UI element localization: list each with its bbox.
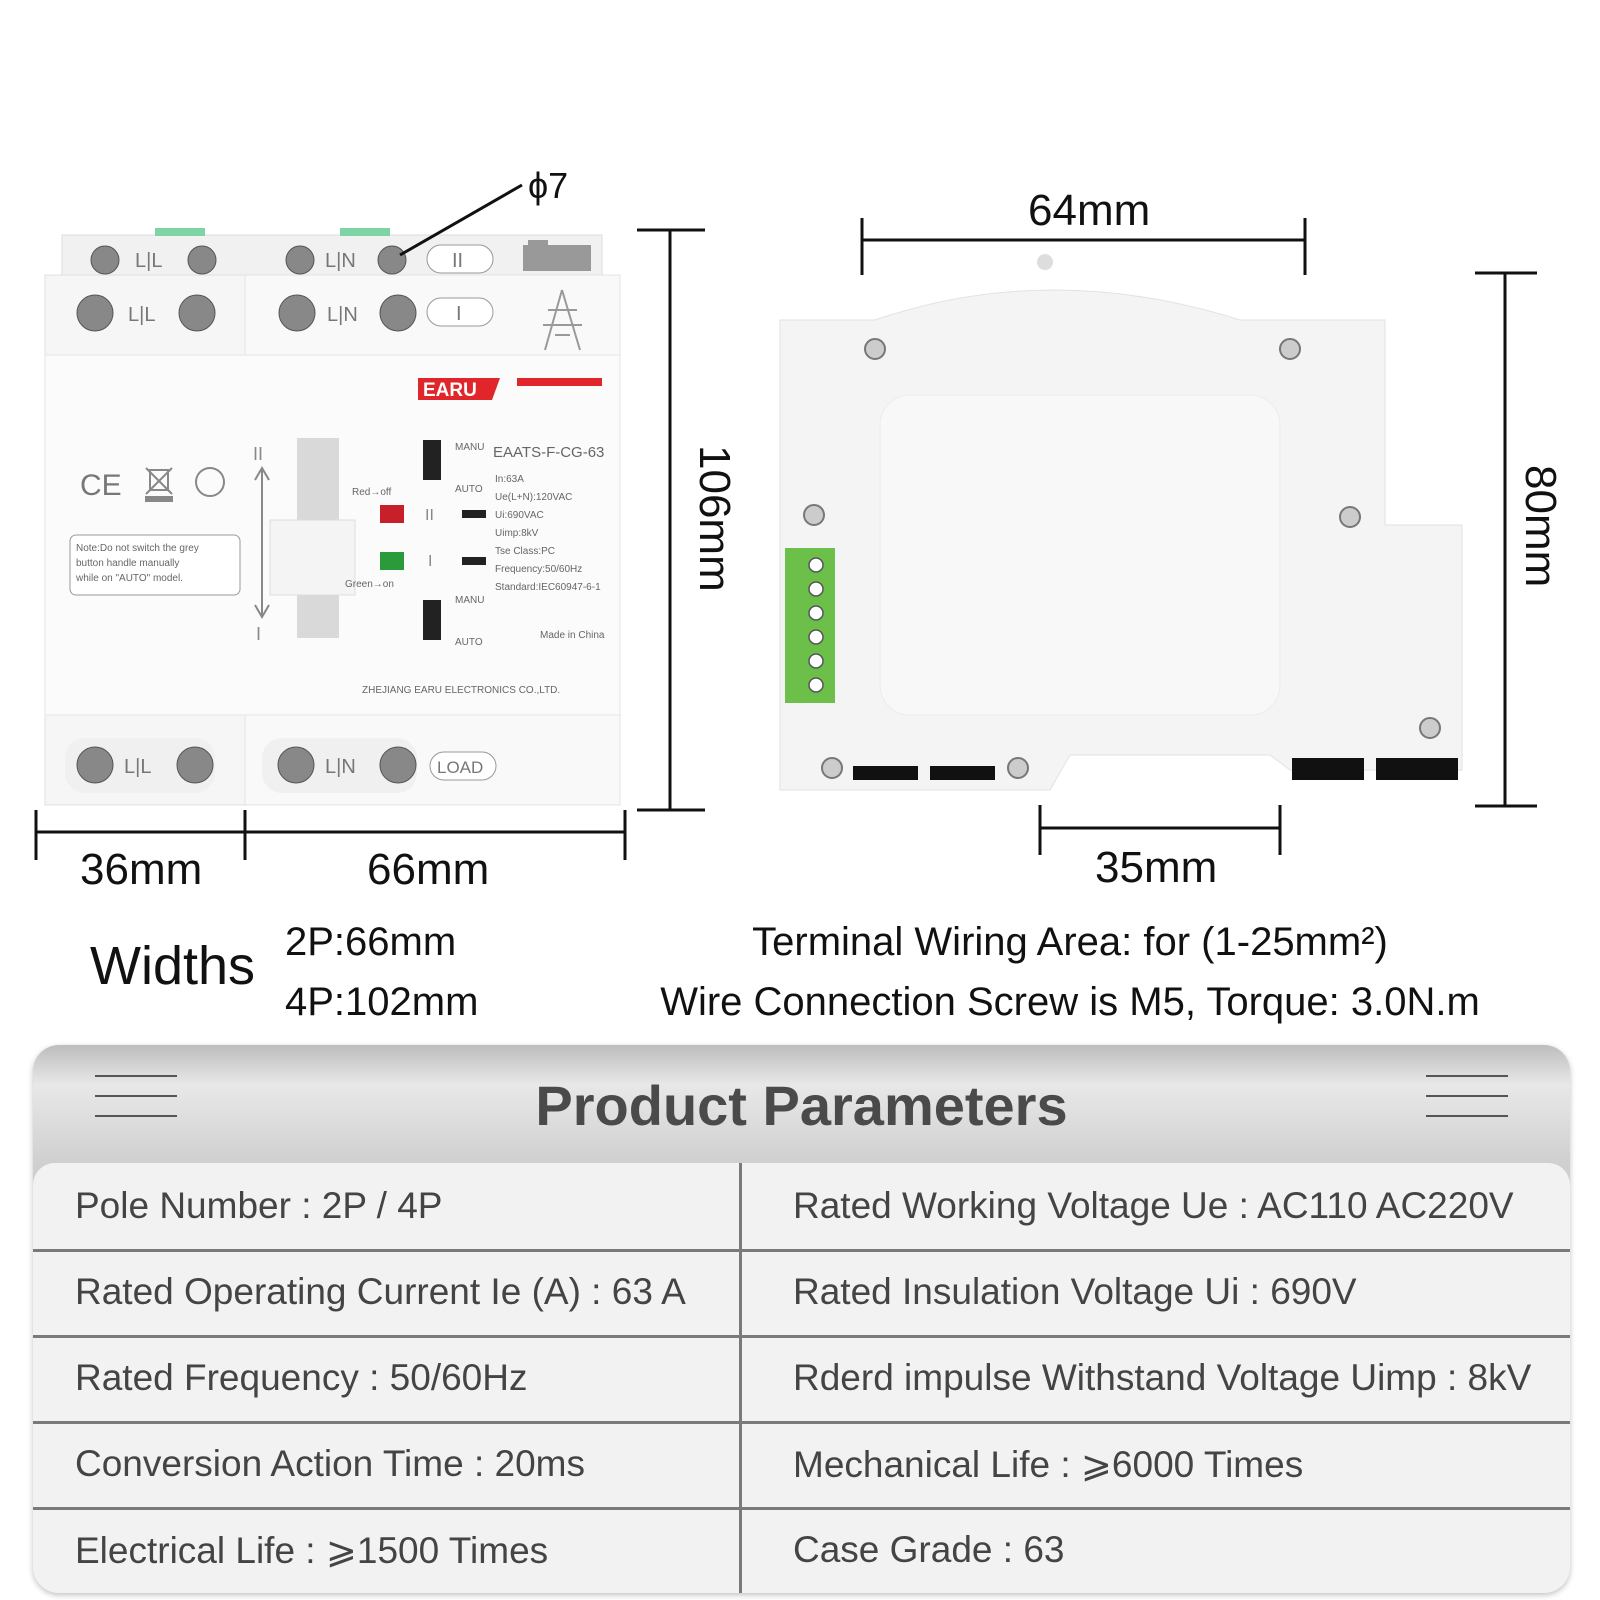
param-impulse-voltage: Rderd impulse Withstand Voltage Uimp : 8… [793, 1357, 1532, 1398]
param-electrical-life: Electrical Life : ⩾1500 Times [75, 1529, 549, 1571]
widths-label: Widths [90, 936, 256, 996]
param-working-voltage: Rated Working Voltage Ue : AC110 AC220V [793, 1185, 1514, 1226]
front-height-label: 106mm [690, 445, 739, 592]
terminal-label-bottom-1: L|L [124, 756, 151, 778]
terminal-label-mid-1: L|L [128, 304, 155, 326]
side-view: 64mm 80mm 35mm [779, 186, 1565, 892]
switch-handle[interactable] [269, 519, 356, 596]
front-width-right-label: 66mm [367, 845, 489, 894]
source-i-label: I [456, 303, 462, 325]
spec-line: Ui:690VAC [495, 510, 544, 521]
spec-line: Uimp:8kV [495, 528, 539, 539]
auto-label-2: AUTO [455, 637, 483, 648]
position-ii-mark: II [253, 444, 263, 464]
param-action-time: Conversion Action Time : 20ms [75, 1443, 585, 1484]
parameters-table: Pole Number : 2P / 4P Rated Operating Cu… [33, 1163, 1570, 1593]
note-box [69, 534, 241, 596]
wiring-area-text: Terminal Wiring Area: for (1-25mm²) [752, 920, 1388, 964]
brand-badge [418, 378, 500, 400]
source-ii-label: II [452, 250, 463, 272]
load-label: LOAD [437, 758, 483, 777]
param-mechanical-life: Mechanical Life : ⩾6000 Times [793, 1443, 1304, 1485]
terminal-label-bottom-2: L|N [325, 756, 356, 778]
manu-label-1: MANU [455, 442, 484, 453]
company-name: ZHEJIANG EARU ELECTRONICS CO.,LTD. [362, 685, 560, 696]
ce-mark: CE [80, 469, 122, 502]
decorative-lines-right [1426, 1075, 1508, 1135]
power-tower-icon [543, 289, 582, 351]
green-terminal-block [785, 548, 835, 703]
terminal-label-mid-2: L|N [327, 304, 358, 326]
side-width-label: 64mm [1028, 186, 1150, 235]
red-indicator [380, 505, 404, 523]
parameters-title: Product Parameters [535, 1074, 1068, 1137]
red-label: Red→off [352, 487, 392, 498]
mode-switch-upper[interactable] [423, 440, 441, 480]
recycle-icon [195, 467, 225, 497]
terminal-screw-icon [90, 245, 407, 275]
indicator-ii: II [425, 507, 434, 524]
width-2p: 2P:66mm [285, 920, 457, 964]
terminal-label-top-2: L|N [325, 250, 356, 272]
front-width-left-label: 36mm [80, 845, 202, 894]
decorative-lines-left [95, 1075, 177, 1135]
terminal-label-top-1: L|L [135, 250, 162, 272]
side-height-label: 80mm [1516, 465, 1565, 587]
wiring-screw-text: Wire Connection Screw is M5, Torque: 3.0… [660, 980, 1480, 1024]
width-4p: 4P:102mm [285, 980, 479, 1024]
green-label: Green→on [345, 579, 394, 590]
product-parameters-panel: Product Parameters Pole Number : 2P / 4P… [33, 1045, 1570, 1593]
param-frequency: Rated Frequency : 50/60Hz [75, 1357, 528, 1398]
weee-bin-icon [145, 467, 173, 502]
param-insulation-voltage: Rated Insulation Voltage Ui : 690V [793, 1271, 1357, 1312]
spec-line: Frequency:50/60Hz [495, 564, 582, 575]
mode-switch-lower[interactable] [423, 600, 441, 640]
green-indicator [380, 552, 404, 570]
rail-width-label: 35mm [1095, 843, 1217, 892]
dimension-diagram: L|L L|N II L|L L|N I EARU CE Note:Do not [34, 165, 1565, 894]
spec-line: Tse Class:PC [495, 546, 555, 557]
manu-label-2: MANU [455, 595, 484, 606]
param-case-grade: Case Grade : 63 [793, 1529, 1065, 1570]
spec-line: In:63A [495, 474, 524, 485]
note-line-2: button handle manually [76, 558, 179, 569]
generator-icon [523, 240, 591, 271]
note-line-1: Note:Do not switch the grey [76, 543, 199, 554]
model-number: EAATS-F-CG-63 [493, 444, 604, 461]
position-i-mark: I [256, 624, 261, 644]
param-operating-current: Rated Operating Current Ie (A) : 63 A [75, 1271, 686, 1312]
front-view: L|L L|N II L|L L|N I EARU CE Note:Do not [34, 165, 739, 894]
indicator-i: I [428, 553, 432, 570]
hole-diameter-label: ϕ7 [528, 165, 568, 206]
note-line-3: while on "AUTO" model. [75, 573, 183, 584]
made-in-label: Made in China [540, 630, 605, 641]
spec-line: Ue(L+N):120VAC [495, 492, 572, 503]
auto-label-1: AUTO [455, 484, 483, 495]
spec-line: Standard:IEC60947-6-1 [495, 582, 601, 593]
param-pole-number: Pole Number : 2P / 4P [75, 1185, 443, 1226]
brand-name: EARU [423, 380, 477, 401]
